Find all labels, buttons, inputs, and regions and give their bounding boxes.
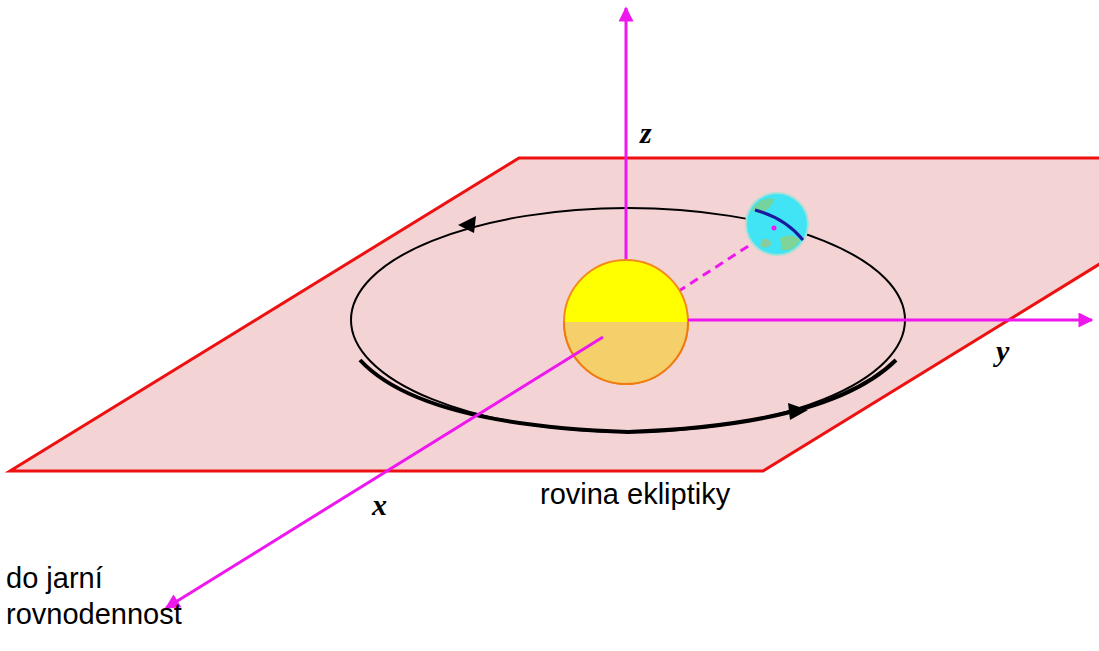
axis-name: x <box>372 490 387 520</box>
z-axis <box>625 8 628 262</box>
earth <box>746 193 808 255</box>
orbit-arrow <box>788 403 808 420</box>
ecliptic-plane <box>10 158 1099 471</box>
orbit-arrow <box>458 216 476 233</box>
plane-label: rovina ekliptiky <box>540 476 730 512</box>
axis-name: y <box>996 336 1009 366</box>
axis-name: z <box>640 118 652 148</box>
direction-label: do jarní rovnodennost <box>6 560 221 633</box>
y-axis <box>688 319 1092 322</box>
x-axis <box>166 337 603 608</box>
sun <box>564 260 688 384</box>
